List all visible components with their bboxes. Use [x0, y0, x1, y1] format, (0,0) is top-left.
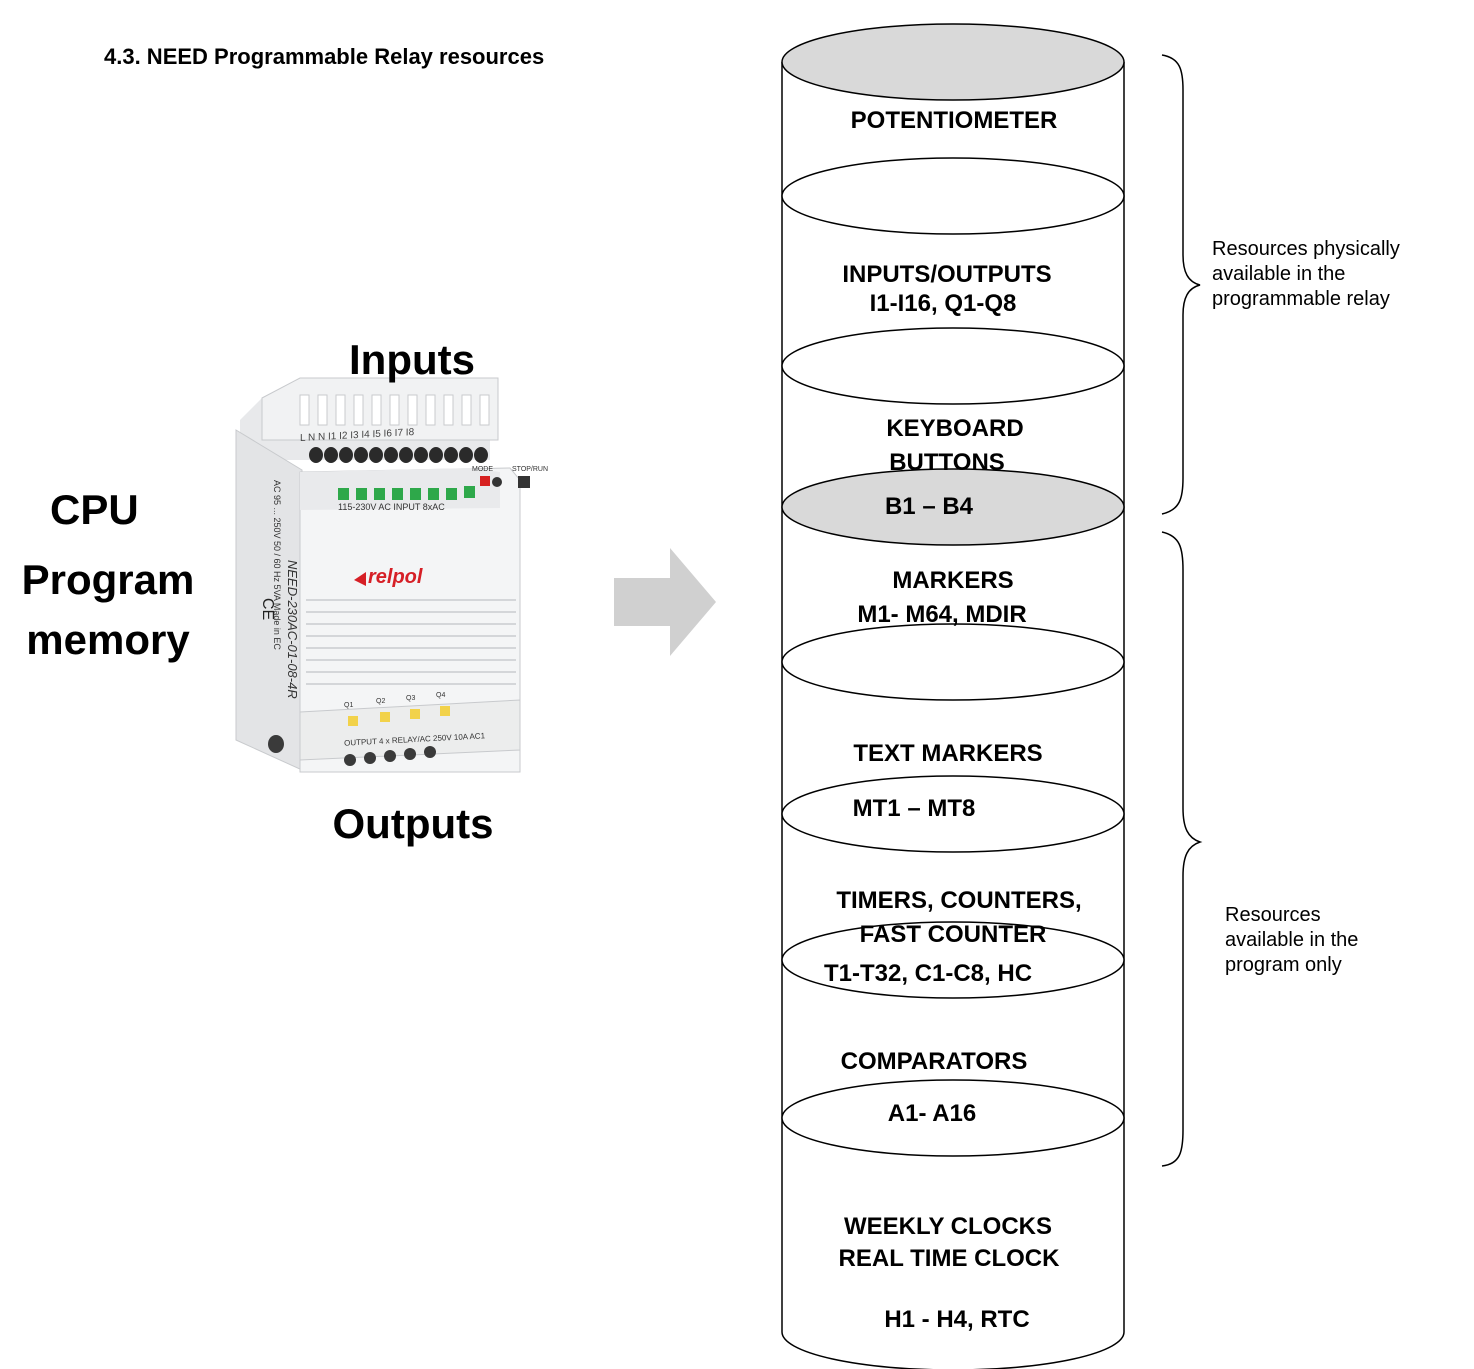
- segment-comparators-title: COMPARATORS: [840, 1048, 1028, 1075]
- brace-program-line1: Resources: [1225, 904, 1321, 926]
- separator-ellipse: [781, 623, 1125, 701]
- separator-ellipse: [781, 1079, 1125, 1157]
- segment-keyboard-title2: BUTTONS: [889, 449, 1005, 476]
- segment-comparators-range: A1- A16: [887, 1100, 977, 1127]
- memory-label: memory: [26, 616, 190, 663]
- device-output-led-q3: Q3: [406, 695, 416, 702]
- segment-timers-range: T1-T32, C1-C8, HC: [823, 960, 1033, 987]
- segment-text-markers-title: TEXT MARKERS: [853, 740, 1043, 767]
- section-heading: 4.3. NEED Programmable Relay resources: [104, 44, 545, 69]
- brace-program-line3: program only: [1225, 954, 1342, 976]
- inputs-label: Inputs: [349, 336, 475, 383]
- outputs-label: Outputs: [332, 800, 494, 847]
- brace-physical: [1161, 54, 1201, 515]
- brace-program: [1161, 531, 1203, 1167]
- resource-cylinder: [781, 23, 1125, 1369]
- separator-ellipse: [781, 327, 1125, 405]
- device-ce-mark: CE: [259, 597, 277, 621]
- device-side-spec: AC 95 ... 250V 50 / 60 Hz 5VA Made in EC: [272, 480, 282, 650]
- brace-physical-line2: available in the: [1212, 263, 1346, 285]
- device-output-led-q1: Q1: [344, 702, 354, 709]
- separator-ellipse: [781, 157, 1125, 235]
- device-input-strip: 115-230V AC INPUT 8xAC: [338, 502, 445, 512]
- relay-device: [235, 377, 530, 773]
- arrow-right: [614, 548, 716, 656]
- separator-ellipse: [781, 921, 1125, 999]
- segment-markers-range: M1- M64, MDIR: [857, 601, 1027, 628]
- device-model: NEED-230AC-01-08-4R: [285, 560, 300, 699]
- segment-keyboard-range: B1 – B4: [884, 493, 974, 520]
- brace-physical-line3: programmable relay: [1212, 288, 1390, 310]
- device-output-led-q4: Q4: [436, 692, 446, 699]
- device-stop-run-label: STOP/RUN: [512, 466, 549, 473]
- cpu-label: CPU: [50, 486, 139, 533]
- cylinder-bottom: [781, 1331, 1125, 1369]
- segment-clocks-title2: REAL TIME CLOCK: [838, 1245, 1060, 1272]
- program-label: Program: [21, 556, 195, 603]
- segment-potentiometer-title: POTENTIOMETER: [850, 107, 1058, 134]
- device-mode-label: MODE: [472, 466, 493, 473]
- segment-clocks-range: H1 - H4, RTC: [884, 1306, 1030, 1333]
- segment-timers-title: TIMERS, COUNTERS,: [836, 887, 1082, 914]
- segment-io-title: INPUTS/OUTPUTS: [842, 261, 1052, 288]
- separator-ellipse: [781, 775, 1125, 853]
- segment-clocks-title: WEEKLY CLOCKS: [843, 1213, 1053, 1240]
- segment-keyboard-title: KEYBOARD: [886, 415, 1024, 442]
- brace-program-line2: available in the: [1225, 929, 1359, 951]
- segment-markers-title: MARKERS: [892, 567, 1014, 594]
- cylinder-top-ellipse: [781, 23, 1125, 101]
- brace-physical-line1: Resources physically: [1212, 238, 1400, 260]
- segment-text-markers-range: MT1 – MT8: [852, 795, 976, 822]
- separator-ellipse-gray: [781, 468, 1125, 546]
- device-brand: relpol: [368, 566, 423, 588]
- device-output-led-q2: Q2: [376, 698, 386, 705]
- segment-timers-title2: FAST COUNTER: [859, 921, 1047, 948]
- segment-io-range: I1-I16, Q1-Q8: [869, 290, 1017, 317]
